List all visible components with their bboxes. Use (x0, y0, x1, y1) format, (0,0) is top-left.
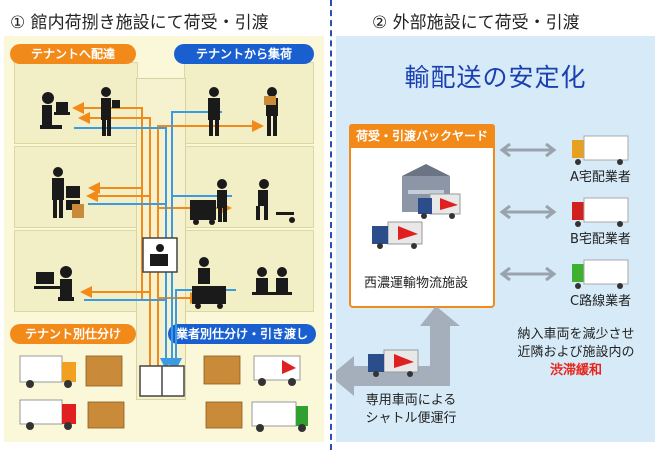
truck-icon (19, 355, 76, 388)
congestion-note: 納入車両を減少させ 近隣および施設内の 渋滞緩和 (496, 326, 656, 380)
note-emphasis: 渋滞緩和 (549, 363, 602, 378)
headline: 輸配送の安定化 (404, 63, 587, 92)
facility-name: 西濃運輸物流施設 (364, 276, 469, 291)
office-worker-icon (252, 267, 292, 295)
courier-icon (101, 87, 120, 136)
truck-icon (572, 135, 629, 165)
pill-tenant-pickup: テナントから集荷 (174, 44, 314, 64)
shuttle-route-arrow (336, 306, 460, 396)
building-flow-diagram (19, 87, 308, 432)
office-worker-icon (40, 92, 70, 129)
truck-icon (418, 193, 461, 219)
truck-icon (368, 349, 419, 377)
package-box-icon (87, 401, 125, 429)
package-box-icon (72, 204, 84, 218)
floor-left-3 (14, 230, 138, 312)
forklift-icon (256, 179, 295, 223)
shuttle-caption: 専用車両による シャトル便運行 (336, 392, 486, 428)
carrier-label-b: B宅配業者 (570, 232, 631, 247)
external-facility-diagram (336, 135, 629, 396)
courier-icon (192, 257, 226, 309)
truck-icon (19, 399, 76, 430)
note-line-1: 納入車両を減少させ (517, 327, 635, 342)
section-divider (330, 0, 332, 450)
package-box-icon (203, 355, 241, 385)
package-box-icon (264, 96, 276, 105)
note-line-2: 近隣および施設内の (517, 345, 635, 360)
right-title: ② 外部施設にて荷受・引渡 (372, 13, 580, 33)
pill-tenant-sorting: テナント別仕分け (10, 324, 136, 344)
carrier-label-c: C路線業者 (570, 294, 632, 309)
truck-icon (251, 401, 308, 432)
truck-icon (572, 197, 629, 227)
floor-right-1 (184, 62, 314, 144)
pill-carrier-sorting: 業者別仕分け・引き渡し (168, 324, 316, 344)
package-box-icon (205, 401, 243, 429)
carrier-label-a: A宅配業者 (570, 170, 631, 185)
office-worker-icon (266, 87, 278, 136)
truck-icon (372, 221, 423, 249)
shuttle-line-2: シャトル便運行 (365, 411, 457, 426)
hand-truck-icon (190, 179, 227, 225)
left-title: ① 館内荷捌き施設にて荷受・引渡 (10, 13, 269, 33)
backyard-box-header: 荷受・引渡バックヤード (349, 124, 495, 148)
truck-icon (572, 259, 629, 289)
package-box-icon (85, 355, 123, 387)
office-worker-icon (34, 266, 74, 301)
truck-icon (253, 355, 301, 386)
shuttle-line-1: 専用車両による (365, 393, 457, 408)
courier-icon (208, 87, 220, 136)
pill-tenant-delivery: テナントへ配達 (10, 44, 136, 64)
